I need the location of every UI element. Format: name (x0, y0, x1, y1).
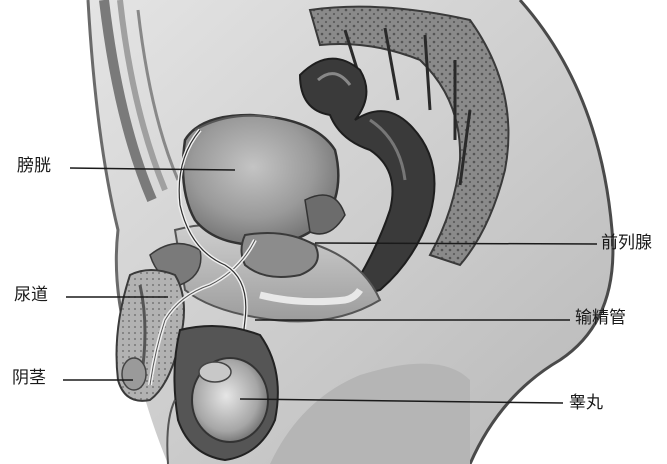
scrotum (174, 326, 277, 460)
prostate-label: 前列腺 (601, 233, 652, 253)
penis-label: 阴茎 (12, 368, 46, 388)
vas-deferens-label: 输精管 (575, 308, 626, 328)
leader-prostate (315, 243, 597, 244)
urethra-label: 尿道 (14, 285, 48, 305)
testis-label: 睾丸 (569, 393, 603, 413)
bladder-label: 膀胱 (17, 156, 51, 176)
